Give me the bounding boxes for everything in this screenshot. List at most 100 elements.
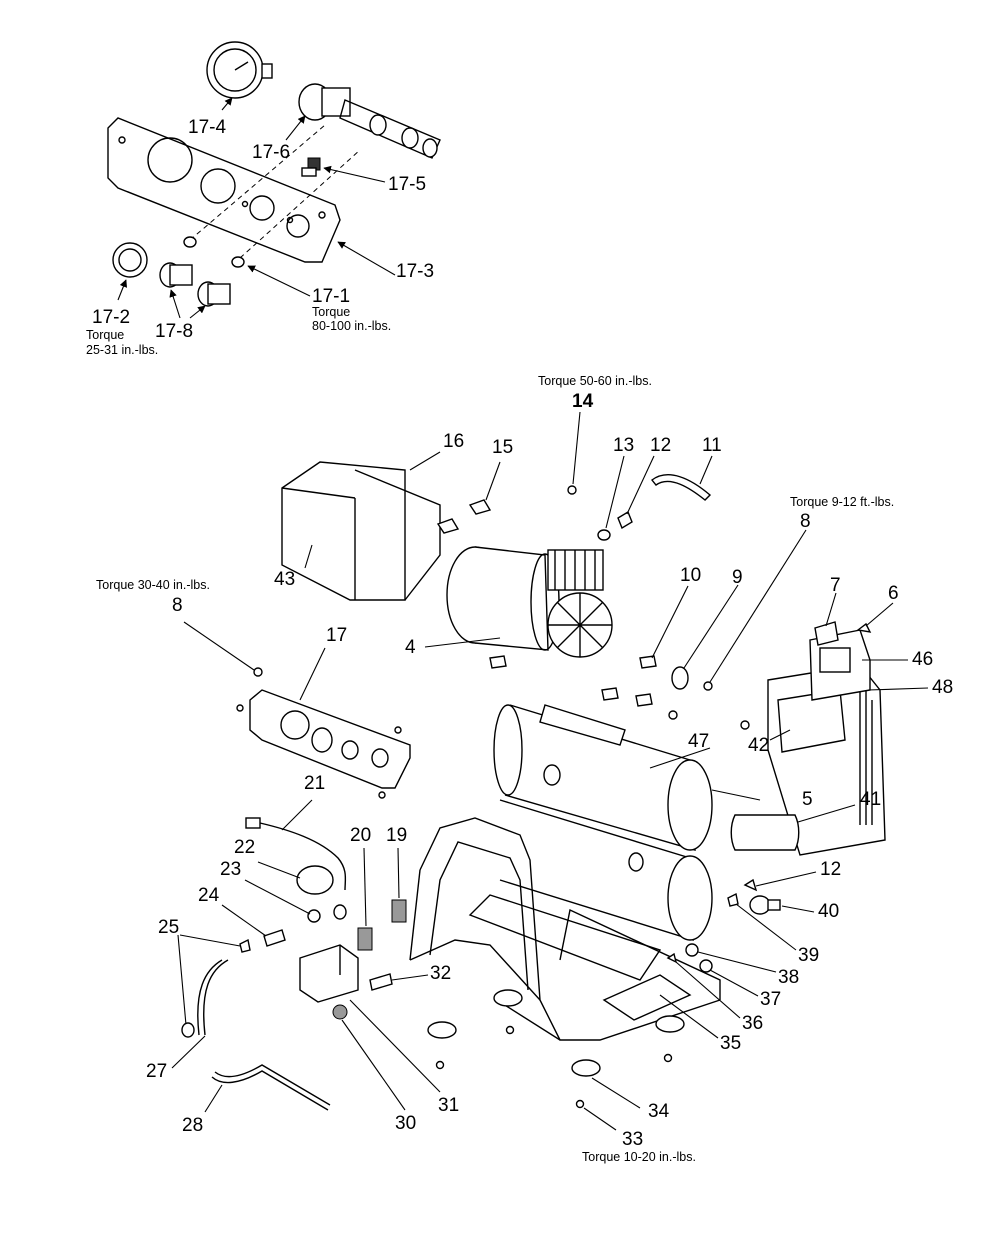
- hose-27b: [197, 959, 223, 1036]
- leader-15: [485, 461, 501, 501]
- bolt-right: [740, 720, 750, 730]
- leader-32: [391, 974, 429, 981]
- callout-8-left: 8: [172, 595, 183, 616]
- valve-37: [699, 959, 713, 973]
- leader-41: [797, 804, 856, 823]
- leader-7: [825, 592, 837, 627]
- leader-36: [675, 961, 741, 1019]
- clip-15: [436, 499, 492, 534]
- callout-15: 15: [492, 437, 514, 458]
- torque-17-1-line1: Torque: [312, 305, 351, 319]
- callout-42: 42: [748, 735, 770, 756]
- callout-7: 7: [830, 575, 841, 596]
- torque-14: Torque 50-60 in.-lbs.: [538, 374, 652, 388]
- plate-35: [602, 974, 692, 1021]
- callout-11: 11: [702, 435, 722, 456]
- part-36: [666, 952, 678, 964]
- nut-12: [617, 510, 633, 530]
- leader-24: [221, 904, 267, 937]
- nut-12b: [743, 878, 758, 892]
- leader-10: [651, 585, 689, 659]
- callout-17-4: 17-4: [188, 117, 227, 138]
- leader-31: [349, 999, 441, 1093]
- callout-38: 38: [778, 967, 800, 988]
- fitting-30: [332, 1004, 348, 1020]
- callout-6: 6: [888, 583, 899, 604]
- screw: [236, 704, 244, 712]
- callout-17-5: 17-5: [388, 174, 427, 195]
- leader-17-1: [247, 265, 311, 297]
- panel-17: [249, 689, 411, 789]
- leader-20: [363, 847, 367, 927]
- leader-11: [699, 455, 713, 485]
- cord-21: [245, 817, 347, 891]
- gauge-17-4: [206, 41, 273, 99]
- latch-7: [814, 621, 839, 646]
- callout-24: 24: [198, 885, 220, 906]
- leader-27: [171, 1035, 206, 1069]
- cover-top-46: [809, 629, 871, 701]
- leader-17-8b: [189, 305, 206, 319]
- callout-16: 16: [443, 431, 465, 452]
- leader-33: [583, 1107, 617, 1131]
- leader-4: [424, 637, 501, 648]
- tube-28: [214, 1064, 331, 1106]
- callout-27: 27: [146, 1061, 168, 1082]
- pump-motor-4: [446, 546, 613, 658]
- callout-19: 19: [386, 825, 408, 846]
- callout-12-top: 12: [650, 435, 672, 456]
- torque-8-right: Torque 9-12 ft.-lbs.: [790, 495, 895, 509]
- callout-39: 39: [798, 945, 820, 966]
- torque-17-2-line1: Torque: [86, 328, 125, 342]
- clamp-25: [239, 938, 251, 953]
- gauge-22: [296, 865, 334, 895]
- leader-39: [735, 903, 797, 951]
- torque-17-1-line2: 80-100 in.-lbs.: [312, 319, 392, 333]
- leader-6: [865, 602, 894, 627]
- screw: [378, 791, 386, 799]
- callout-41: 41: [860, 789, 882, 810]
- leader-17-8a: [169, 289, 181, 319]
- callout-17-8: 17-8: [155, 321, 194, 342]
- callout-47: 47: [688, 731, 710, 752]
- regulator-17-6: [298, 83, 441, 159]
- callout-31: 31: [438, 1095, 460, 1116]
- callout-14: 14: [572, 391, 594, 412]
- valve-40: [749, 895, 781, 915]
- screw-33: [435, 1025, 673, 1109]
- callout-17: 17: [326, 625, 348, 646]
- leader-9: [683, 584, 739, 669]
- guide-line: [189, 124, 326, 241]
- foot-34: [427, 989, 685, 1077]
- leader-17: [299, 647, 326, 701]
- callout-8-right: 8: [800, 511, 811, 532]
- coupler-19: [391, 899, 407, 923]
- leader-48: [867, 687, 929, 691]
- callout-5: 5: [802, 789, 813, 810]
- part-39: [727, 892, 739, 907]
- callout-32: 32: [430, 963, 452, 984]
- leader-5: [711, 789, 761, 801]
- plug-17-1: [183, 236, 245, 268]
- fitting-17-5: [301, 157, 321, 177]
- leader-16: [409, 451, 441, 471]
- leader-17-3: [337, 241, 396, 276]
- leader-22: [257, 861, 301, 879]
- fitting-23: [307, 909, 321, 923]
- callout-21: 21: [304, 773, 326, 794]
- leader-43: [304, 544, 313, 569]
- leader-25b: [177, 934, 187, 1026]
- tank-upper-5: [493, 704, 713, 851]
- fitting-38: [685, 943, 699, 957]
- leader-12: [626, 455, 655, 515]
- torque-33: Torque 10-20 in.-lbs.: [582, 1150, 696, 1164]
- fitting: [333, 904, 347, 920]
- callout-46: 46: [912, 649, 934, 670]
- leader-30: [341, 1019, 406, 1111]
- callout-25: 25: [158, 917, 180, 938]
- callout-17-2: 17-2: [92, 307, 131, 328]
- leader-13: [605, 455, 625, 529]
- callout-4: 4: [405, 637, 416, 658]
- pressure-switch-31: [299, 944, 393, 1003]
